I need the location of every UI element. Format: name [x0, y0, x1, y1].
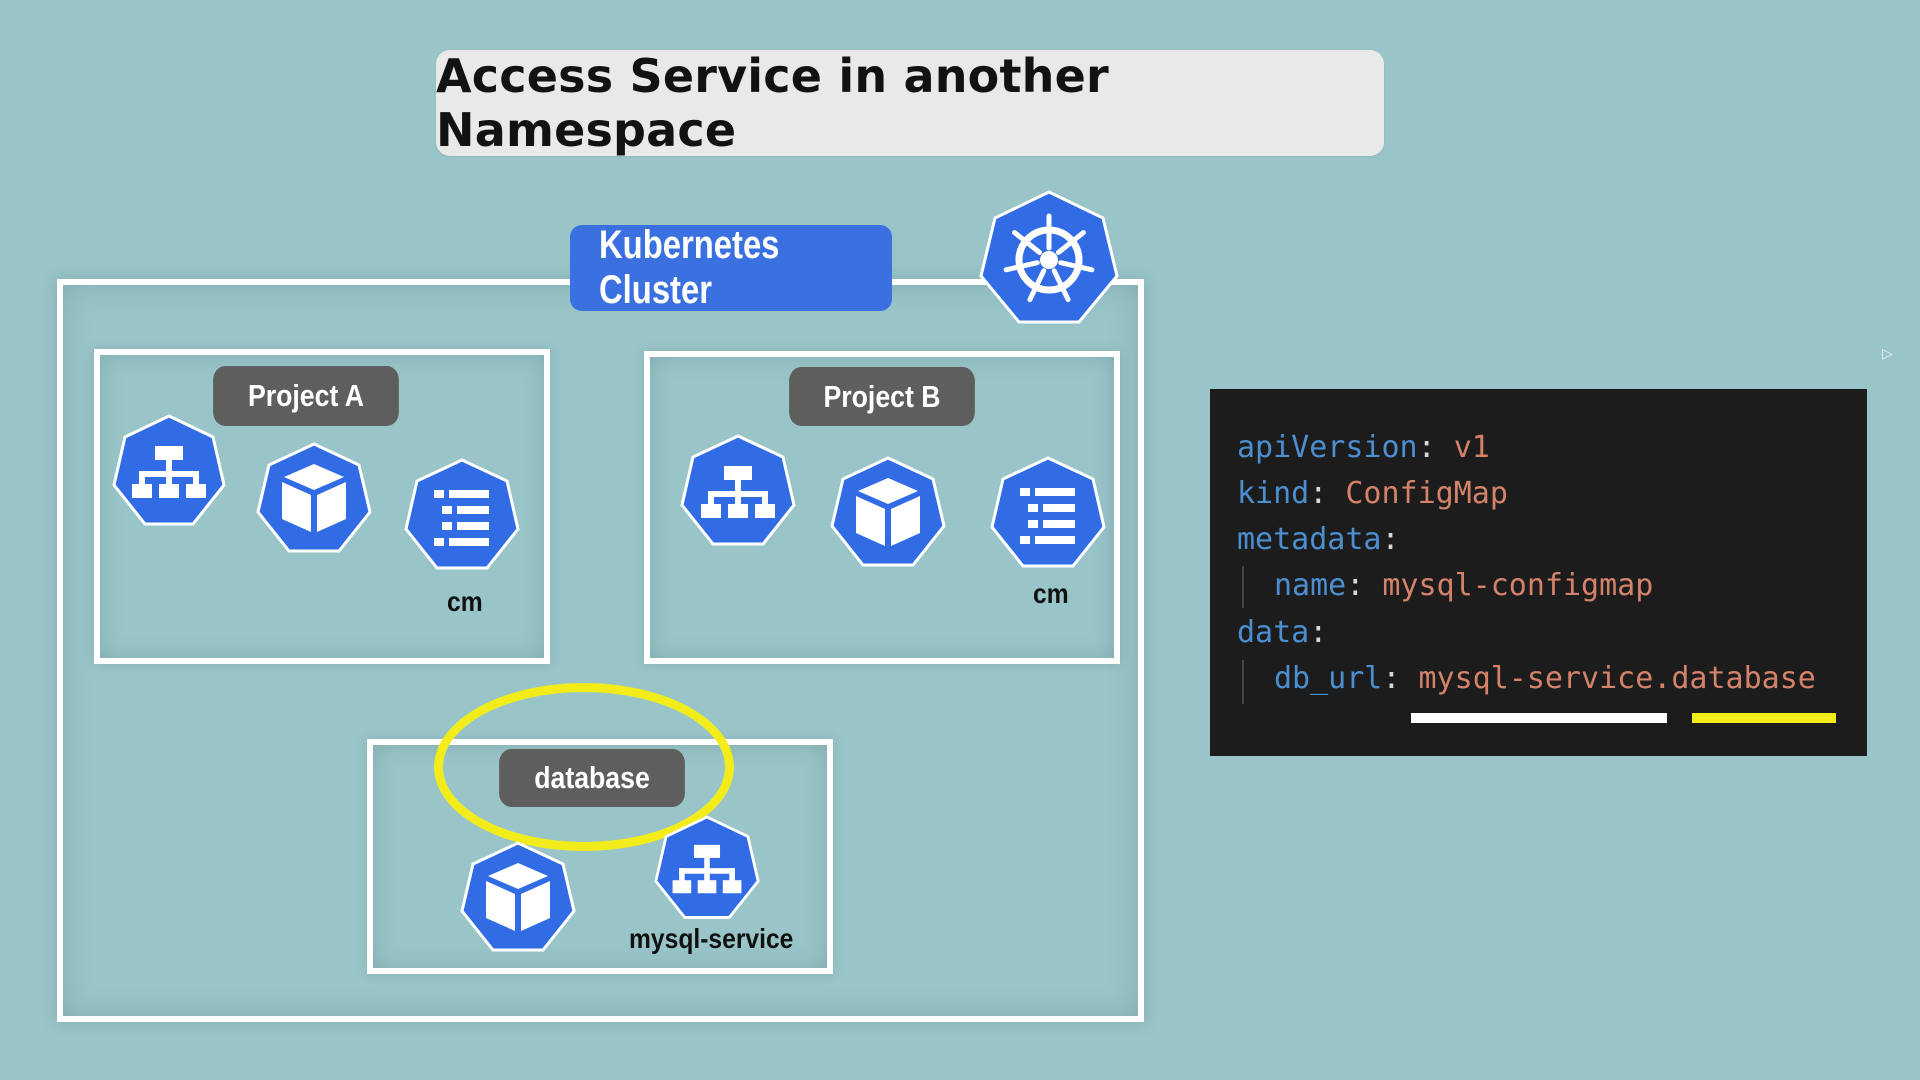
code-sep: : — [1381, 522, 1400, 557]
code-key: name — [1274, 568, 1347, 603]
code-line-kind: kind: ConfigMap — [1237, 476, 1508, 512]
highlight-ellipse — [434, 683, 734, 851]
configmap-icon — [404, 458, 520, 576]
service-icon — [112, 414, 226, 532]
namespace-label-project-b: Project B — [789, 367, 975, 426]
code-line-metadata: metadata: — [1237, 522, 1400, 558]
title-banner: Access Service in another Namespace — [436, 49, 1384, 157]
code-line-apiversion: apiVersion: v1 — [1237, 430, 1490, 466]
code-value: mysql-configmap — [1382, 568, 1654, 603]
namespace-label-project-a: Project A — [213, 366, 399, 426]
pod-icon — [460, 841, 576, 957]
code-key: metadata — [1237, 522, 1382, 557]
configmap-caption-project-a: cm — [447, 586, 483, 617]
pod-icon — [256, 442, 372, 558]
indent-guide — [1242, 660, 1244, 704]
configmap-caption-project-b: cm — [1033, 578, 1069, 609]
code-value: ConfigMap — [1345, 476, 1508, 511]
page-title: Access Service in another Namespace — [436, 49, 1109, 157]
code-key: apiVersion — [1237, 430, 1418, 465]
kubernetes-helm-icon — [979, 190, 1119, 326]
indent-guide — [1242, 566, 1244, 608]
service-icon — [680, 434, 796, 552]
code-sep: : — [1417, 430, 1454, 465]
namespace-frame-project-b — [644, 351, 1120, 664]
pod-icon — [830, 456, 946, 572]
code-sep: : — [1346, 568, 1383, 603]
cluster-label-text: Kubernetes Cluster — [598, 223, 780, 312]
configmap-icon — [990, 456, 1106, 574]
code-key: data — [1237, 615, 1310, 650]
service-name-underline — [1411, 713, 1667, 723]
cluster-label: Kubernetes Cluster — [570, 223, 892, 312]
code-sep: : — [1382, 661, 1419, 696]
namespace-frame-project-a — [94, 349, 550, 664]
code-value: mysql-service.database — [1418, 661, 1816, 696]
code-line-data: data: — [1237, 615, 1327, 651]
configmap-yaml-panel — [1210, 389, 1867, 756]
code-key: db_url — [1274, 661, 1383, 696]
service-caption-database: mysql-service — [629, 923, 794, 954]
code-value: v1 — [1453, 430, 1490, 465]
code-sep: : — [1309, 615, 1328, 650]
namespace-underline — [1692, 713, 1836, 723]
pointer-icon: ▷ — [1882, 346, 1893, 362]
code-line-db-url: db_url: mysql-service.database — [1274, 661, 1816, 697]
code-sep: : — [1309, 476, 1346, 511]
service-icon — [654, 815, 760, 925]
code-line-name: name: mysql-configmap — [1274, 568, 1653, 604]
code-key: kind — [1237, 476, 1310, 511]
